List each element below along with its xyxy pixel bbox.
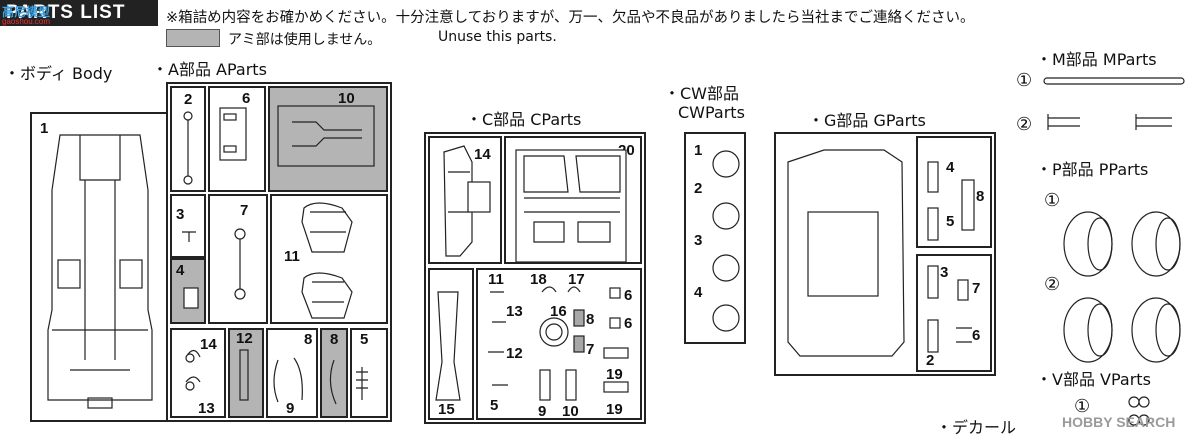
part-label: 3	[694, 232, 703, 249]
part-label: 12	[506, 345, 523, 362]
part-label: 19	[606, 366, 623, 383]
part-label: 3	[940, 264, 949, 281]
watermark-url: gaoshou.com	[2, 17, 51, 26]
watermark: 高尼模型	[2, 5, 51, 19]
section-cw-label: ・CW部品	[664, 84, 739, 103]
part-label: 11	[284, 248, 300, 265]
part-label: ①	[1074, 396, 1091, 416]
part-label: 4	[694, 284, 703, 301]
part-label: 2	[926, 352, 935, 369]
part-label: 6	[624, 287, 633, 304]
part-label: 10	[338, 90, 355, 107]
part-label: 10	[562, 403, 579, 420]
part-label: 13	[506, 303, 523, 320]
part-label: 3	[176, 206, 185, 223]
part-label: 16	[550, 303, 567, 320]
part-label: 1	[40, 120, 49, 137]
brand-watermark: HOBBY SEARCH	[1062, 414, 1176, 430]
part-label: 5	[946, 213, 955, 230]
part-label: 9	[538, 403, 547, 420]
m-parts-drawing	[1043, 77, 1185, 130]
part-label: 1	[694, 142, 703, 159]
part-label: 8	[304, 331, 313, 348]
section-c-label: ・C部品 CParts	[466, 110, 582, 129]
part-label: 5	[490, 397, 499, 414]
part-label: 17	[568, 271, 585, 288]
a-cell-5	[350, 328, 388, 418]
part-label: 8	[976, 188, 985, 205]
part-label: 19	[606, 401, 623, 418]
part-label: 6	[624, 315, 633, 332]
a-parts-drawing	[182, 105, 375, 405]
section-body-label: ・ボディ Body	[4, 64, 113, 83]
section-cw-label-2: CWParts	[678, 103, 745, 122]
part-label: 2	[184, 91, 193, 108]
part-label: ①	[1044, 190, 1061, 210]
part-label: 18	[530, 271, 547, 288]
part-label: 14	[200, 336, 217, 353]
part-label: 12	[236, 330, 253, 347]
part-label: 4	[946, 159, 955, 176]
section-a-label: ・A部品 AParts	[152, 60, 267, 79]
g-parts-drawing	[787, 149, 975, 357]
section-m-label: ・M部品 MParts	[1036, 50, 1157, 69]
part-label: 4	[176, 262, 185, 279]
v-parts-drawing	[1128, 396, 1150, 426]
a-cell-10	[268, 86, 388, 192]
parts-list-title: PARTS LIST	[0, 0, 158, 26]
part-label: 6	[242, 90, 251, 107]
p-tires-drawing	[1063, 211, 1181, 363]
part-label: 2	[694, 180, 703, 197]
unuse-note-en: Unuse this parts.	[438, 29, 557, 45]
part-label: 8	[586, 311, 595, 328]
part-label: 13	[198, 400, 215, 417]
part-label: 14	[474, 146, 491, 163]
section-v-label: ・V部品 VParts	[1036, 370, 1151, 389]
part-label: 6	[972, 327, 981, 344]
part-label: 7	[972, 280, 981, 297]
c-parts-drawing	[435, 145, 629, 401]
unused-swatch	[166, 29, 220, 47]
part-label: 5	[360, 331, 369, 348]
body-chassis-drawing	[47, 134, 153, 409]
section-decal-label: ・デカール	[936, 418, 1017, 437]
section-g-label: ・G部品 GParts	[808, 111, 926, 130]
check-contents-note: ※箱詰め内容をお確かめください。十分注意しておりますが、万一、欠品や不良品があり…	[166, 10, 975, 26]
cw-parts-drawing	[712, 150, 740, 332]
part-label: ①	[1016, 70, 1033, 90]
a-cell-8b	[320, 328, 348, 418]
part-label: 7	[240, 202, 249, 219]
unuse-note-jp: アミ部は使用しません。	[228, 32, 382, 48]
a-cell-7	[208, 194, 268, 324]
a-cell-12	[228, 328, 264, 418]
part-label: 15	[438, 401, 455, 418]
part-label: ②	[1016, 114, 1033, 134]
a-cell-14-13	[170, 328, 226, 418]
section-p-label: ・P部品 PParts	[1036, 160, 1149, 179]
part-label: 9	[286, 400, 295, 417]
part-label: 11	[488, 271, 504, 288]
part-label: ②	[1044, 274, 1061, 294]
a-cell-8-9	[266, 328, 318, 418]
a-cell-3	[170, 194, 206, 258]
part-label: 7	[586, 341, 595, 358]
part-label: 8	[330, 331, 339, 348]
